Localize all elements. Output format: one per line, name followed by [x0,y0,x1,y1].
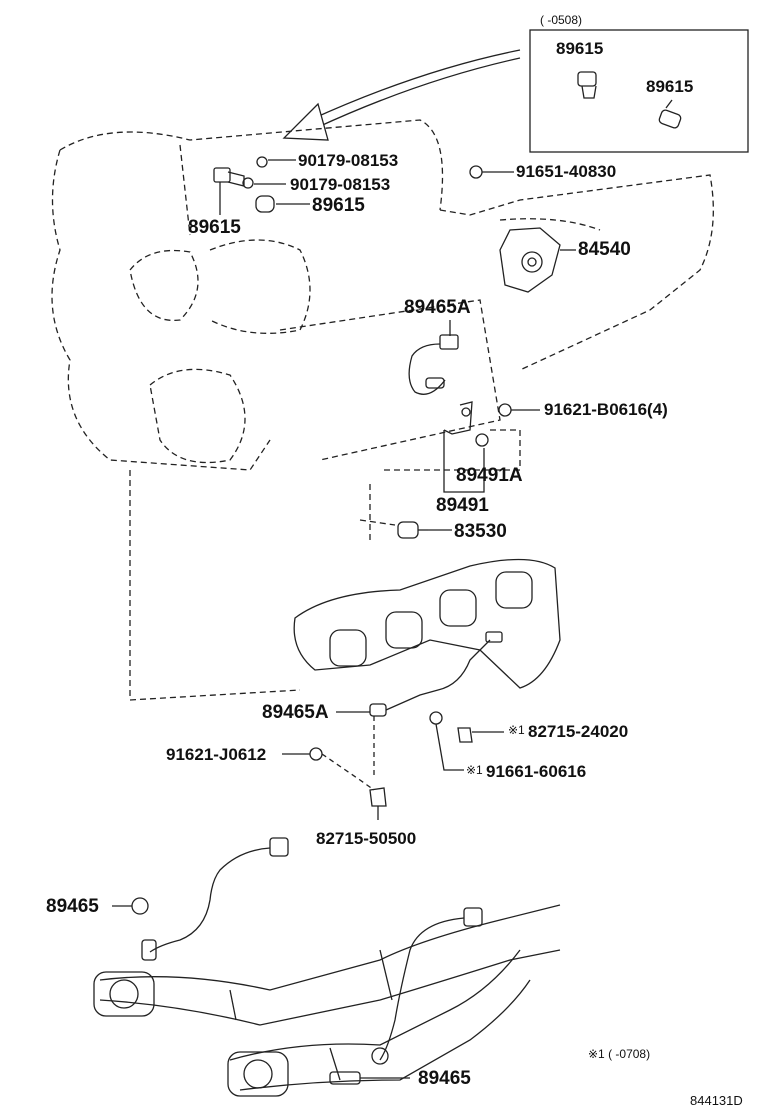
diagram-id: 844131D [690,1093,743,1108]
inset-sensor-b [658,99,682,129]
oxygen-sensor-89465-bottom [329,907,483,1085]
label-89465-bottom: 89465 [418,1068,471,1089]
leader-89491 [443,430,485,493]
bolt-91621-J0612 [309,747,323,761]
label-82715-24020: 82715-24020 [528,722,629,741]
exhaust-manifold [293,558,561,689]
label-91661-60616: 91661-60616 [486,762,587,781]
inset-part-89615-a: 89615 [556,39,604,58]
oxygen-sensor-89465A-mid [369,631,503,717]
inset-frame [529,29,749,153]
inset-part-89615-b: 89615 [646,77,694,96]
bracket-89491 [443,401,512,447]
leader-91661 [435,723,464,771]
bolt-91651 [469,165,483,179]
clamp-82715-50500 [369,787,387,807]
sensor-83530 [397,521,428,539]
label-89615-right: 89615 [312,195,365,216]
label-91621-J0612: 91621-J0612 [166,745,267,764]
oxygen-sensor-89465A-top [408,334,459,395]
label-90179-08153-a: 90179-08153 [298,151,399,170]
throttle-body-84540 [499,227,561,293]
leader-91621-J [321,753,375,791]
label-89465A-top: 89465A [404,297,471,318]
label-83530: 83530 [454,521,507,542]
label-89615-left: 89615 [188,217,241,238]
oxygen-sensor-89465-left [131,837,289,961]
clamp-82715-24020 [457,727,473,743]
inset-sensor-a [577,71,597,99]
label-89491A: 89491A [456,465,523,486]
label-89465A-mid: 89465A [262,702,329,723]
label-89465-left: 89465 [46,896,99,917]
star-mark-2: ※1 [466,763,483,777]
label-91651-40830: 91651-40830 [516,162,617,181]
label-89491: 89491 [436,495,489,516]
footnote: ※1 ( -0708) [588,1047,651,1061]
engine-outline [51,119,714,701]
label-82715-50500: 82715-50500 [316,829,417,848]
bolt-91661 [429,711,443,725]
star-mark-1: ※1 [508,723,525,737]
label-90179-08153-b: 90179-08153 [290,175,391,194]
inset-range-label: ( -0508) [540,13,583,27]
sensor-89615-cluster [213,156,275,213]
pointer-arrow [282,49,521,141]
label-91621-B0616: 91621-B0616(4) [544,400,668,419]
exhaust-pipes [93,904,561,1097]
label-84540: 84540 [578,239,631,260]
